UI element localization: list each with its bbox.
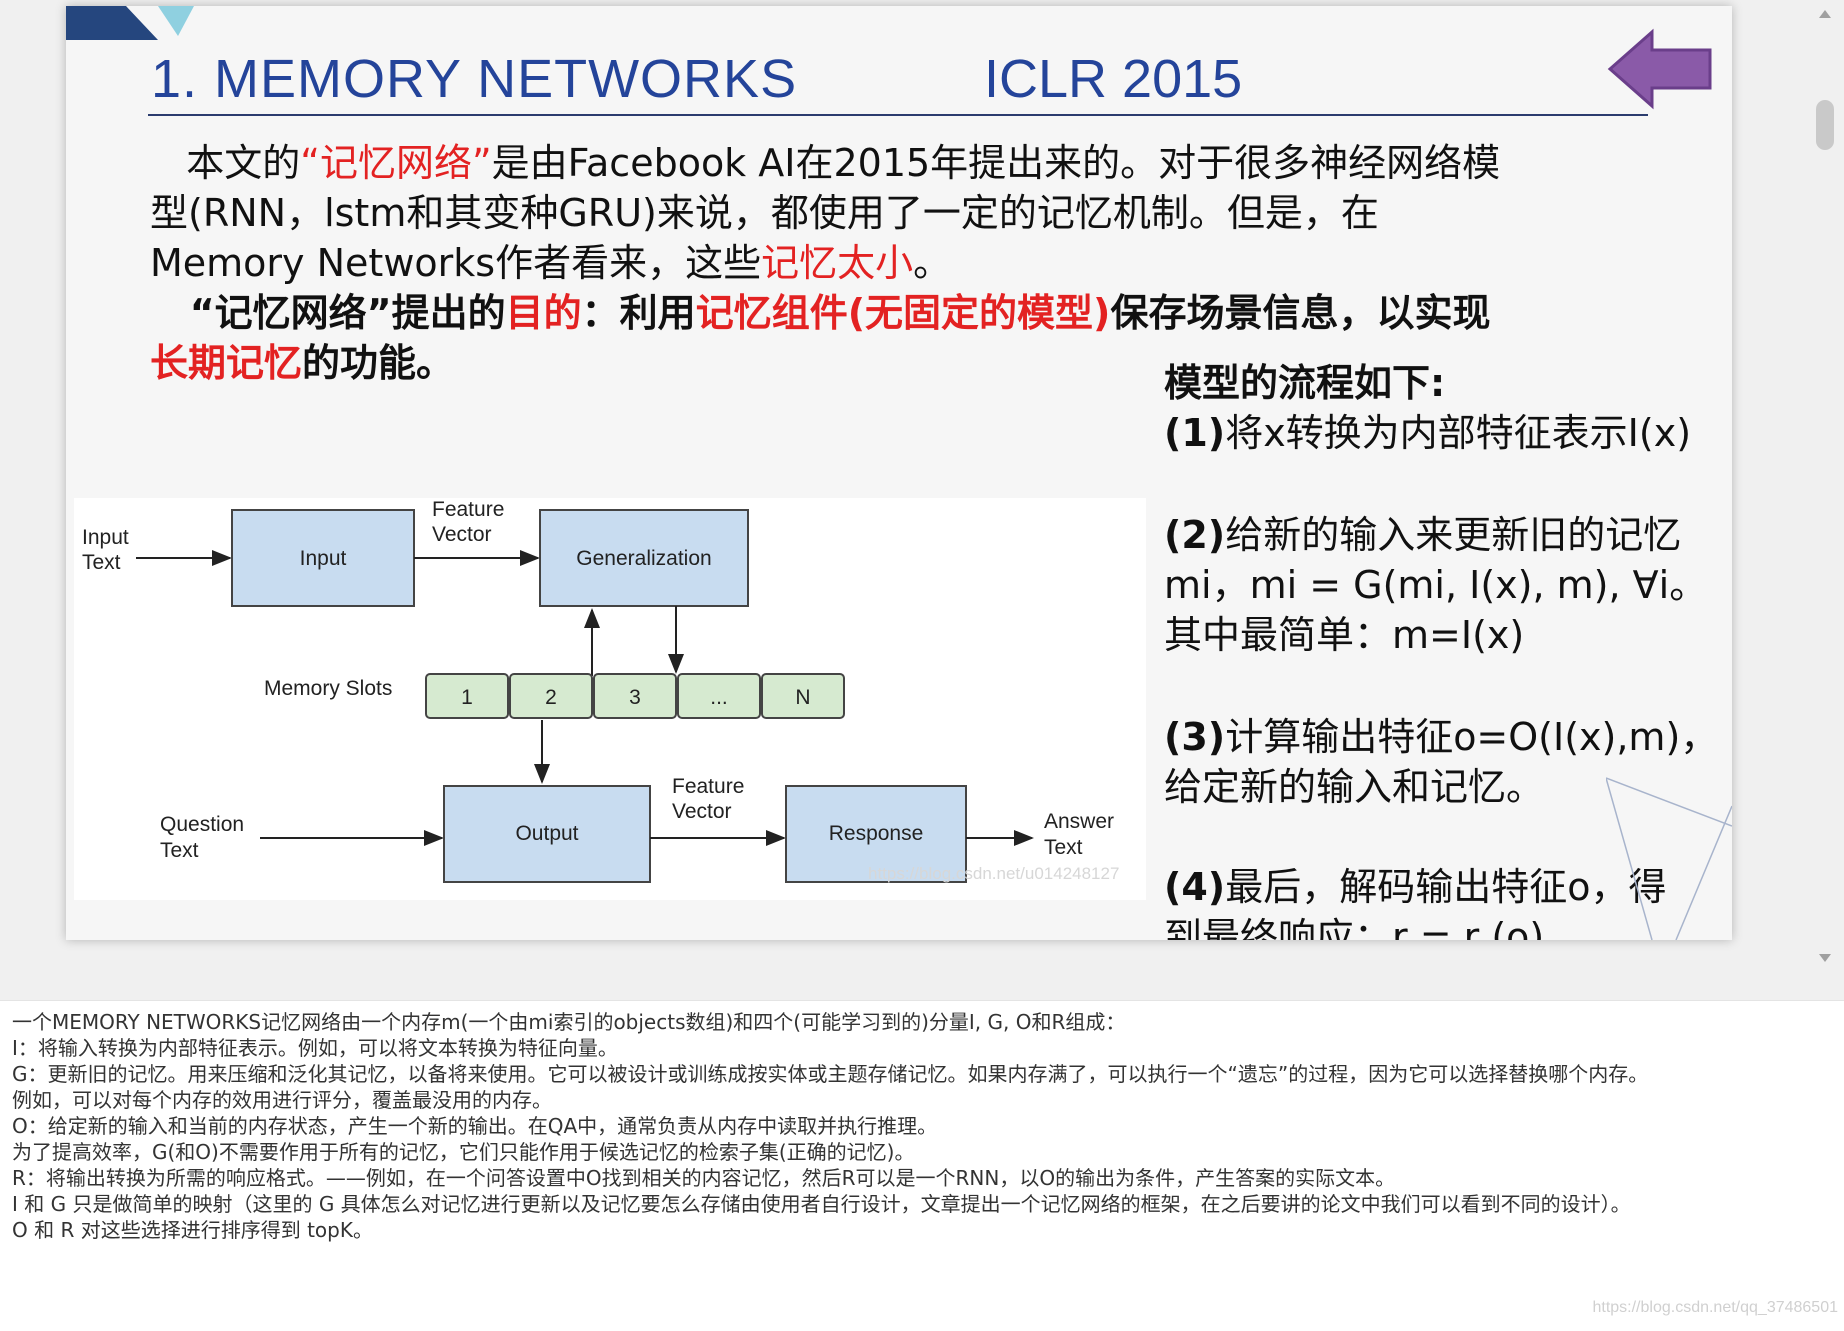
purpose-text: ：利用 bbox=[581, 291, 696, 335]
note-line: I：将输入转换为内部特征表示。例如，可以将文本转换为特征向量。 bbox=[12, 1036, 618, 1060]
vertical-scrollbar[interactable] bbox=[1806, 0, 1844, 1000]
step-number: (1) bbox=[1164, 411, 1226, 455]
back-arrow-icon[interactable] bbox=[1606, 28, 1718, 110]
step-number: (2) bbox=[1164, 513, 1226, 557]
response-box-label: Response bbox=[829, 822, 924, 845]
note-line: I 和 G 只是做简单的映射（这里的 G 具体怎么对记忆进行更新以及记忆要怎么存… bbox=[12, 1192, 1631, 1216]
intro-text: 本文的 bbox=[186, 141, 301, 185]
scroll-down-arrow-icon[interactable] bbox=[1819, 954, 1831, 962]
memory-slots-label: Memory Slots bbox=[264, 677, 392, 700]
flow-step-2-simple: 其中最简单：m=I(x) bbox=[1164, 613, 1525, 657]
corner-decoration bbox=[66, 6, 194, 40]
memory-slot-label: 2 bbox=[545, 686, 557, 709]
flow-step-3: (3)计算输出特征o=O(I(x),m)， bbox=[1164, 712, 1718, 762]
response-box bbox=[785, 785, 967, 883]
note-line: O：给定新的输入和当前的内存状态，产生一个新的输出。在QA中，通常负责从内存中读… bbox=[12, 1114, 938, 1138]
answer-text-label: Answer bbox=[1044, 810, 1114, 833]
note-line: G：更新旧的记忆。用来压缩和泛化其记忆，以备将来使用。它可以被设计或训练成按实体… bbox=[12, 1062, 1649, 1086]
scroll-up-arrow-icon[interactable] bbox=[1819, 10, 1831, 18]
intro-line-1: 本文的“记忆网络”是由Facebook AI在2015年提出来的。对于很多神经网… bbox=[150, 138, 1500, 188]
memory-network-diagram: Input Text Input Feature Vector Generali… bbox=[74, 498, 1146, 900]
memory-slot bbox=[509, 673, 593, 719]
memory-slot-label: 1 bbox=[461, 686, 473, 709]
note-line: 例如，可以对每个内存的效用进行评分，覆盖最没用的内存。 bbox=[12, 1088, 552, 1112]
slide: 1. MEMORY NETWORKS ICLR 2015 本文的“记忆网络”是由… bbox=[66, 6, 1732, 940]
memory-slot bbox=[593, 673, 677, 719]
purpose-highlight: 长期记忆 bbox=[150, 341, 303, 385]
feature-vector-label: Vector bbox=[672, 800, 732, 823]
output-box-label: Output bbox=[515, 822, 578, 845]
note-line: O 和 R 对这些选择进行排序得到 topK。 bbox=[12, 1218, 373, 1242]
intro-text: 是由Facebook AI在2015年提出来的。对于很多神经网络模 bbox=[491, 141, 1501, 185]
memory-slot bbox=[425, 673, 509, 719]
memory-slot bbox=[677, 673, 761, 719]
decorative-lines bbox=[1606, 777, 1732, 940]
purpose-line-1: “记忆网络”提出的目的：利用记忆组件(无固定的模型)保存场景信息，以实现 bbox=[150, 288, 1491, 338]
generalization-box bbox=[539, 509, 749, 607]
memory-slot-label: N bbox=[795, 686, 810, 709]
memory-slot-label: 3 bbox=[629, 686, 641, 709]
title-underline bbox=[148, 114, 1648, 116]
intro-text: Memory Networks作者看来，这些 bbox=[150, 241, 762, 285]
flow-step-1: (1)将x转换为内部特征表示I(x) bbox=[1164, 408, 1691, 458]
slide-conference: ICLR 2015 bbox=[984, 49, 1243, 109]
flow-step-4: (4)最后，解码输出特征o，得 bbox=[1164, 862, 1666, 912]
memory-slot bbox=[761, 673, 845, 719]
generalization-box-label: Generalization bbox=[576, 547, 711, 570]
flow-step-4-b: 到最终响应：r = r (o) bbox=[1164, 915, 1545, 940]
step-text: 最后，解码输出特征o，得 bbox=[1225, 865, 1667, 909]
intro-highlight: “记忆网络” bbox=[300, 141, 492, 185]
purpose-text: 保存场景信息，以实现 bbox=[1110, 291, 1491, 335]
note-line: 一个MEMORY NETWORKS记忆网络由一个内存m(一个由mi索引的obje… bbox=[12, 1010, 1126, 1034]
input-box bbox=[231, 509, 415, 607]
diagram-svg: Input Text Input Feature Vector Generali… bbox=[82, 498, 1114, 883]
purpose-text: 的功能。 bbox=[302, 341, 455, 385]
step-text: 计算输出特征o=O(I(x),m)， bbox=[1225, 715, 1719, 759]
intro-highlight: 记忆太小 bbox=[761, 241, 914, 285]
flow-step-2: (2)给新的输入来更新旧的记忆 bbox=[1164, 510, 1681, 560]
slide-title: 1. MEMORY NETWORKS bbox=[151, 49, 798, 109]
input-text-label: Text bbox=[82, 551, 121, 574]
feature-vector-label: Feature bbox=[432, 498, 504, 521]
output-box bbox=[443, 785, 651, 883]
page-watermark: https://blog.csdn.net/qq_37486501 bbox=[1592, 1299, 1838, 1316]
step-text: 将x转换为内部特征表示I(x) bbox=[1225, 411, 1692, 455]
answer-text-label: Text bbox=[1044, 836, 1083, 859]
feature-vector-label: Feature bbox=[672, 775, 744, 798]
diagram-watermark: https://blog.csdn.net/u014248127 bbox=[868, 864, 1120, 883]
note-line: R：将输出转换为所需的响应格式。——例如，在一个问答设置中O找到相关的内容记忆，… bbox=[12, 1166, 1396, 1190]
question-text-label: Text bbox=[160, 839, 199, 862]
intro-text: 。 bbox=[913, 241, 952, 285]
intro-line-3: Memory Networks作者看来，这些记忆太小。 bbox=[150, 238, 951, 288]
purpose-text: “记忆网络”提出的 bbox=[189, 291, 506, 335]
question-text-label: Question bbox=[160, 813, 244, 836]
purpose-highlight: 目的 bbox=[505, 291, 582, 335]
memory-slots: 1 2 3 ... N bbox=[425, 673, 845, 719]
flow-heading: 模型的流程如下: bbox=[1164, 361, 1446, 405]
feature-vector-label: Vector bbox=[432, 523, 492, 546]
input-box-label: Input bbox=[300, 547, 347, 570]
note-line: 为了提高效率，G(和O)不需要作用于所有的记忆，它们只能作用于候选记忆的检索子集… bbox=[12, 1140, 915, 1164]
step-number: (3) bbox=[1164, 715, 1226, 759]
memory-slot-label: ... bbox=[710, 686, 728, 709]
intro-line-2: 型(RNN，lstm和其变种GRU)来说，都使用了一定的记忆机制。但是，在 bbox=[150, 191, 1379, 235]
flow-step-3-b: 给定新的输入和记忆。 bbox=[1164, 765, 1545, 809]
purpose-line-2: 长期记忆的功能。 bbox=[150, 338, 454, 388]
scroll-thumb[interactable] bbox=[1816, 100, 1834, 150]
notes-panel[interactable]: 一个MEMORY NETWORKS记忆网络由一个内存m(一个由mi索引的obje… bbox=[0, 1000, 1844, 1331]
step-text: 给新的输入来更新旧的记忆 bbox=[1225, 513, 1682, 557]
step-number: (4) bbox=[1164, 865, 1226, 909]
flow-step-2-formula: mi，mi = G(mi, I(x), m), ∀i。 bbox=[1164, 563, 1708, 607]
purpose-highlight: 记忆组件(无固定的模型) bbox=[695, 291, 1111, 335]
input-text-label: Input bbox=[82, 526, 129, 549]
